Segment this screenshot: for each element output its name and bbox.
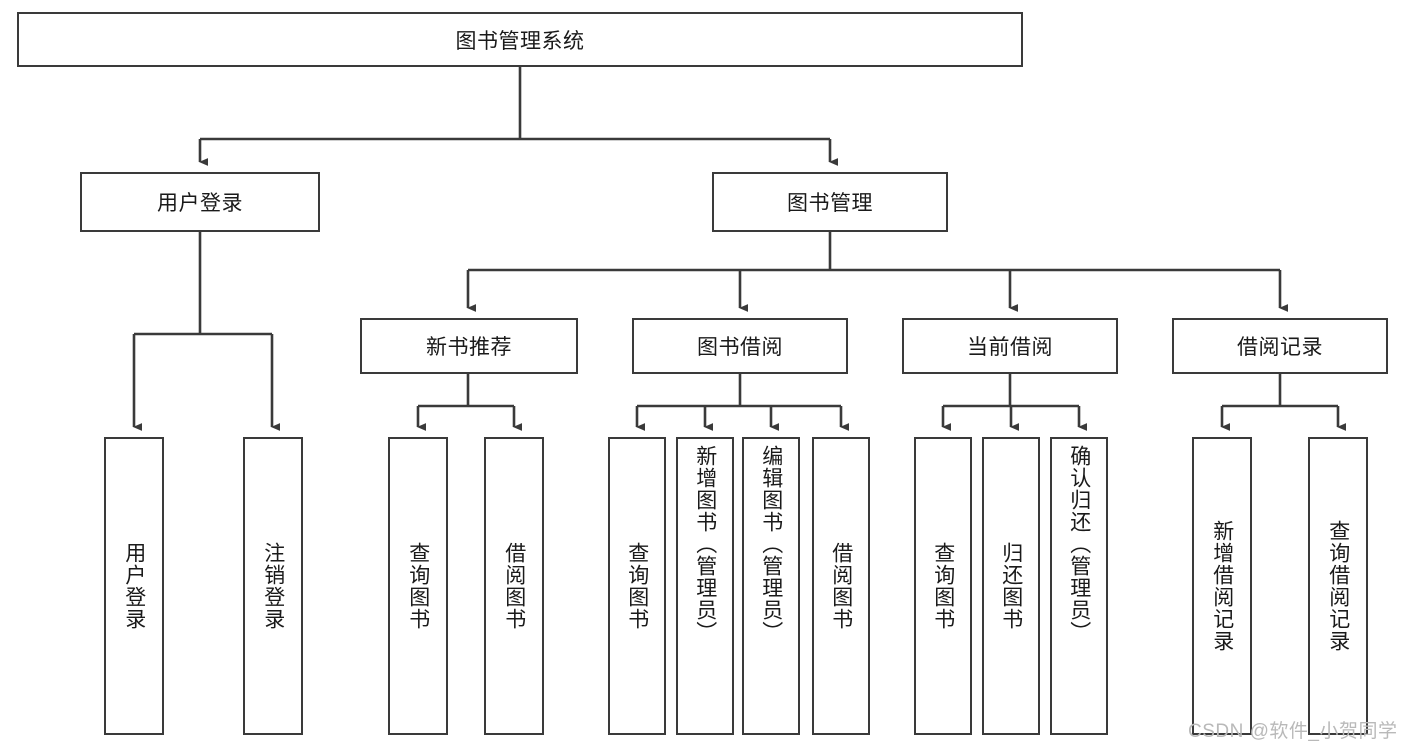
leaf-node-query-borrow-record[interactable]: 查询借阅记录: [1308, 437, 1368, 735]
node-borrow-record[interactable]: 借阅记录: [1172, 318, 1388, 374]
leaf-label: 新增图书（管理员）: [693, 445, 717, 643]
node-book-management[interactable]: 图书管理: [712, 172, 948, 232]
leaf-node-return-book[interactable]: 归还图书: [982, 437, 1040, 735]
leaf-node-add-book-admin[interactable]: 新增图书（管理员）: [676, 437, 734, 735]
leaf-node-borrow-book[interactable]: 借阅图书: [812, 437, 870, 735]
leaf-label: 查询图书: [931, 542, 955, 630]
leaf-node-user-login[interactable]: 用户登录: [104, 437, 164, 735]
leaf-label: 查询借阅记录: [1326, 520, 1350, 652]
leaf-node-query-book-current[interactable]: 查询图书: [914, 437, 972, 735]
leaf-label: 借阅图书: [829, 542, 853, 630]
leaf-label: 查询图书: [625, 542, 649, 630]
leaf-node-confirm-return-admin[interactable]: 确认归还（管理员）: [1050, 437, 1108, 735]
leaf-label: 确认归还（管理员）: [1067, 445, 1091, 643]
node-user-login[interactable]: 用户登录: [80, 172, 320, 232]
leaf-node-query-book-rec[interactable]: 查询图书: [388, 437, 448, 735]
node-new-book-recommend[interactable]: 新书推荐: [360, 318, 578, 374]
leaf-label: 编辑图书（管理员）: [759, 445, 783, 643]
leaf-node-logout[interactable]: 注销登录: [243, 437, 303, 735]
node-book-borrow[interactable]: 图书借阅: [632, 318, 848, 374]
node-current-borrow[interactable]: 当前借阅: [902, 318, 1118, 374]
leaf-node-query-book-borrow[interactable]: 查询图书: [608, 437, 666, 735]
leaf-label: 注销登录: [261, 542, 285, 630]
leaf-node-borrow-book-rec[interactable]: 借阅图书: [484, 437, 544, 735]
leaf-label: 借阅图书: [502, 542, 526, 630]
leaf-node-add-borrow-record[interactable]: 新增借阅记录: [1192, 437, 1252, 735]
leaf-label: 查询图书: [406, 542, 430, 630]
csdn-watermark: CSDN @软件_小贺同学: [1188, 721, 1398, 742]
leaf-label: 新增借阅记录: [1210, 520, 1234, 652]
leaf-label: 归还图书: [999, 542, 1023, 630]
node-root-system[interactable]: 图书管理系统: [17, 12, 1023, 67]
leaf-node-edit-book-admin[interactable]: 编辑图书（管理员）: [742, 437, 800, 735]
leaf-label: 用户登录: [122, 542, 146, 630]
